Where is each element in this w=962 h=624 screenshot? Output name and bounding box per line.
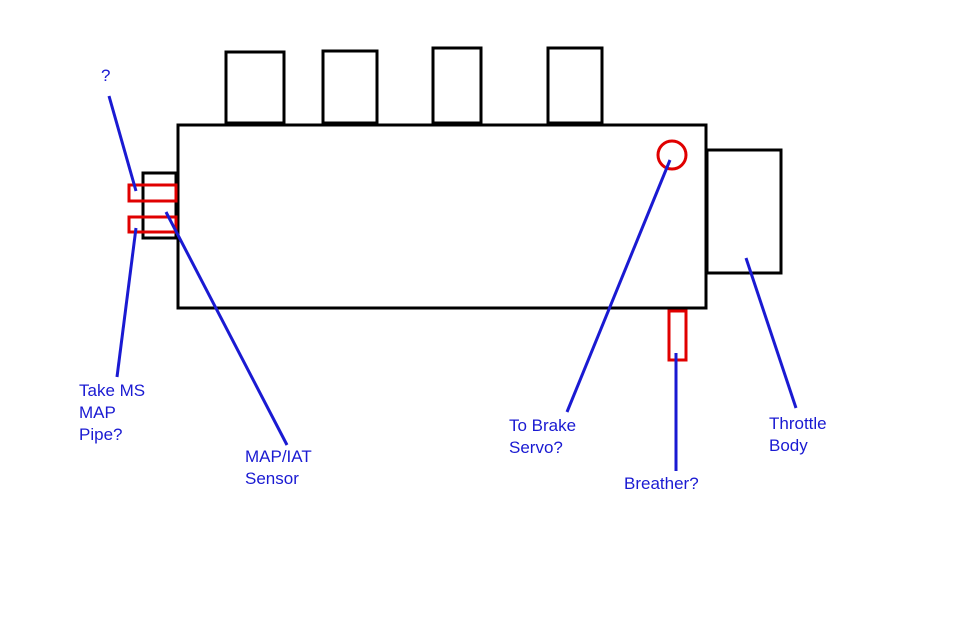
map-pipe-leader	[115, 227, 138, 378]
unknown-port-label: ?	[101, 66, 111, 85]
intake-runner-2	[321, 49, 379, 125]
throttle-body-leader	[744, 257, 798, 409]
intake-runner-1	[224, 50, 286, 125]
intake-runner-3	[431, 46, 483, 125]
intake-runner-4	[546, 46, 604, 125]
plenum-body	[176, 123, 708, 310]
take-ms-map-pipe-label: Take MS MAP Pipe?	[79, 381, 146, 444]
breather-label: Breather?	[624, 474, 699, 493]
map-iat-sensor-label: MAP/IAT Sensor	[245, 447, 312, 488]
map-iat-sensor-leader	[164, 211, 289, 446]
lower-port-highlight	[127, 215, 178, 234]
brake-servo-leader	[565, 159, 672, 413]
upper-port-highlight	[127, 183, 178, 203]
throttle-body-label: Throttle Body	[769, 414, 827, 455]
map-iat-sensor-box	[141, 171, 178, 240]
brake-servo-port-highlight	[656, 139, 688, 171]
unknown-port-leader	[107, 95, 138, 192]
throttle-body-box	[705, 148, 783, 275]
breather-port-highlight	[667, 309, 688, 362]
to-brake-servo-label: To Brake Servo?	[509, 416, 577, 457]
